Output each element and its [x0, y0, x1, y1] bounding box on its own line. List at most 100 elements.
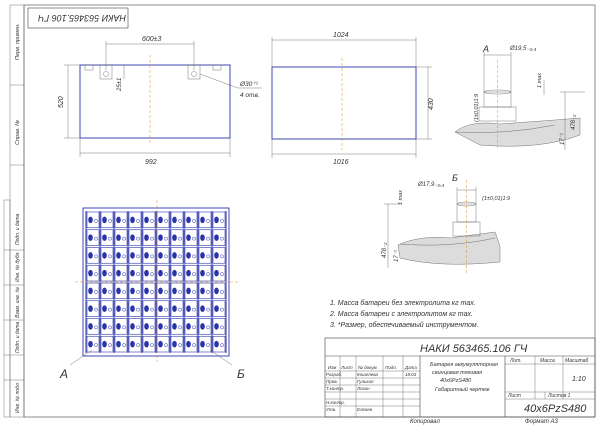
battery-cell	[184, 229, 198, 246]
tb-col-sign: Подп.	[385, 365, 397, 370]
battery-cell	[170, 211, 184, 229]
cell-terminal	[88, 234, 93, 241]
battery-cell	[114, 264, 128, 282]
cell-vent	[122, 307, 126, 312]
cell-vent	[94, 343, 98, 347]
battery-cell	[128, 318, 142, 335]
battery-cell	[100, 229, 114, 246]
battery-cell	[142, 264, 156, 282]
cell-terminal	[200, 287, 205, 295]
battery-cell	[184, 247, 198, 264]
cell-terminal	[200, 340, 205, 348]
cell-vent	[178, 343, 182, 347]
cell-vent	[136, 343, 140, 347]
cell-vent	[136, 254, 140, 259]
cell-terminal	[172, 252, 177, 259]
cell-terminal	[130, 323, 135, 330]
cell-terminal	[186, 234, 191, 241]
battery-cell	[114, 300, 128, 317]
battery-cell	[212, 335, 226, 353]
detail-b-tol: (1±0,01)1:9	[482, 196, 510, 202]
cell-terminal	[214, 216, 219, 224]
tb-row-1-role: Разраб.	[326, 372, 342, 377]
battery-cell	[100, 300, 114, 317]
cell-vent	[164, 325, 168, 330]
cell-vent	[108, 307, 112, 312]
tb-row-2-role: Пров.	[326, 379, 338, 384]
battery-cell	[212, 282, 226, 300]
detail-a-tol: (1±0,01)1:9	[474, 94, 480, 122]
cell-vent	[150, 343, 154, 347]
battery-cell	[156, 211, 170, 229]
battery-cell	[86, 300, 100, 317]
cell-vent	[220, 272, 224, 276]
cell-terminal	[200, 269, 205, 277]
cell-terminal	[116, 340, 121, 348]
battery-cell	[198, 229, 212, 246]
cell-terminal	[172, 269, 177, 277]
battery-cell	[212, 211, 226, 229]
cell-vent	[178, 307, 182, 312]
cell-vent	[206, 254, 210, 259]
cell-vent	[206, 272, 210, 276]
notes: 1. Масса батареи без электролита кг max.…	[329, 299, 479, 329]
callout-a: А	[59, 367, 68, 381]
cell-terminal	[88, 269, 93, 277]
cell-terminal	[158, 340, 163, 348]
cell-terminal	[130, 252, 135, 259]
cell-terminal	[200, 216, 205, 224]
battery-cell	[142, 318, 156, 335]
cell-vent	[122, 236, 126, 241]
cell-terminal	[102, 340, 107, 348]
cell-terminal	[172, 216, 177, 224]
cell-terminal	[186, 252, 191, 259]
battery-cell	[198, 318, 212, 335]
cell-vent	[220, 325, 224, 330]
note-1: 1. Масса батареи без электролита кг max.	[330, 299, 476, 307]
cell-vent	[94, 219, 98, 223]
cell-terminal	[214, 252, 219, 259]
cell-vent	[178, 290, 182, 294]
cell-terminal	[214, 323, 219, 330]
cell-vent	[220, 307, 224, 312]
cell-terminal	[88, 252, 93, 259]
cell-grid: А Б	[59, 200, 245, 381]
side-strip: Перв. примен. Справ. № Подп. и дата Инв.…	[3, 4, 25, 418]
cell-terminal	[130, 340, 135, 348]
battery-cell	[156, 264, 170, 282]
tb-row-5-role: Утв.	[326, 407, 336, 412]
cell-terminal	[200, 305, 205, 312]
battery-cell	[114, 211, 128, 229]
title-block: НАКИ 563465.106 ГЧ Изм Лист № докум. Под…	[324, 337, 596, 418]
battery-cell	[100, 247, 114, 264]
cell-terminal	[158, 269, 163, 277]
cell-vent	[150, 272, 154, 276]
strip-label-5: Подп. и дата	[15, 321, 21, 353]
battery-cell	[142, 229, 156, 246]
battery-cell	[86, 318, 100, 335]
desc-1: Батарея аккумуляторная	[430, 362, 498, 368]
battery-cell	[212, 264, 226, 282]
cell-vent	[122, 343, 126, 347]
cell-vent	[164, 343, 168, 347]
cell-vent	[178, 325, 182, 330]
cell-vent	[122, 272, 126, 276]
cell-terminal	[116, 323, 121, 330]
detail-b-label: Б	[452, 173, 458, 183]
battery-cell	[100, 282, 114, 300]
rotated-stamp-text: НАКИ 563465.106 ГЧ	[37, 13, 126, 23]
cell-vent	[136, 272, 140, 276]
cell-vent	[192, 272, 196, 276]
cell-vent	[136, 236, 140, 241]
battery-cell	[184, 300, 198, 317]
cell-terminal	[214, 234, 219, 241]
cell-vent	[164, 272, 168, 276]
tb-row-5-name: Елкоев	[357, 407, 373, 412]
cell-terminal	[130, 269, 135, 277]
cell-terminal	[88, 305, 93, 312]
designation: 40x6PzS480	[524, 403, 587, 415]
note-2: 2. Масса батареи с электролитом кг max.	[329, 310, 473, 318]
cell-terminal	[88, 323, 93, 330]
cell-vent	[220, 219, 224, 223]
battery-cell	[128, 282, 142, 300]
